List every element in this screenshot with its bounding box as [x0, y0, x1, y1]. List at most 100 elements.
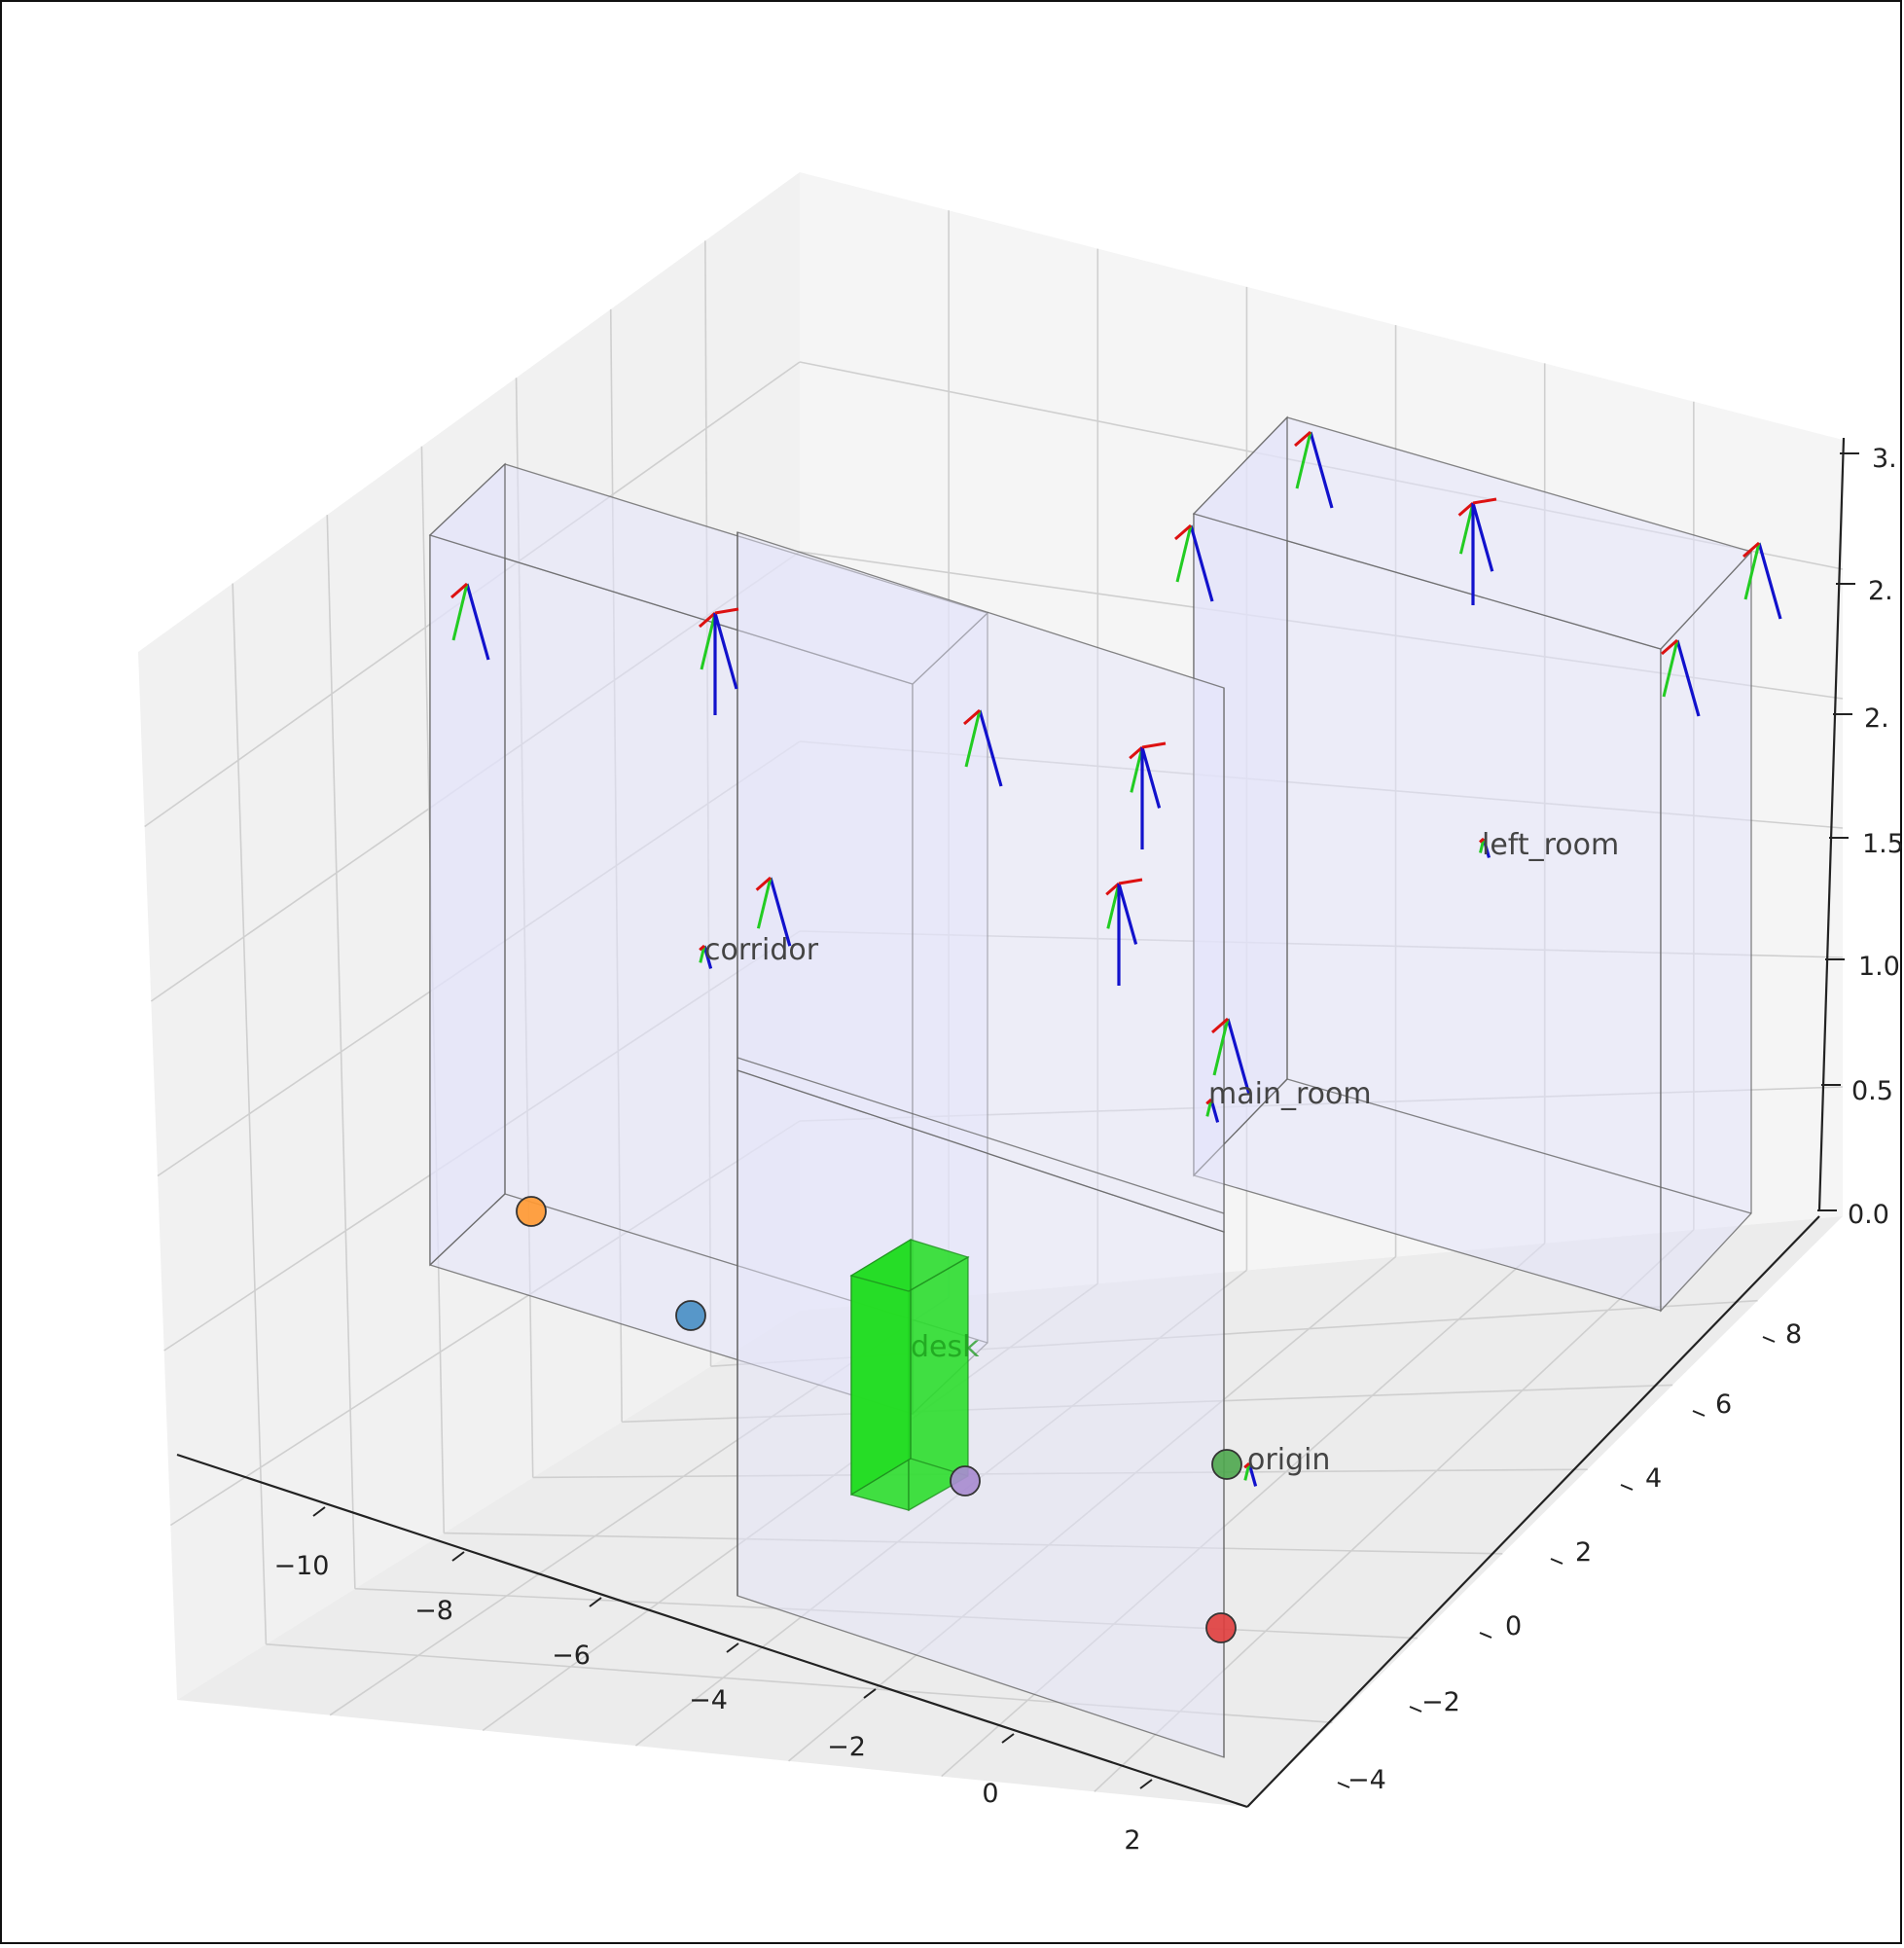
x-tick-label: −8 [414, 1596, 453, 1626]
x-tick-label: 0 [982, 1779, 998, 1809]
frame-y-axis [1662, 639, 1679, 698]
y-tick [1409, 1706, 1422, 1713]
y-tick [1550, 1558, 1563, 1565]
corridor-box-face [428, 463, 989, 685]
frame-y-axis [1458, 502, 1475, 555]
frame-x-axis [699, 944, 705, 952]
frame-z-axis [1675, 639, 1701, 717]
frame-x-axis [963, 708, 981, 726]
grid-line [482, 1282, 1098, 1732]
x-tick-label: −2 [827, 1732, 866, 1762]
frame-x-axis [1141, 741, 1167, 749]
desk-face [849, 1239, 970, 1292]
label-desk: desk [911, 1330, 980, 1364]
label-corridor: corridor [704, 933, 819, 967]
grid-line [444, 1532, 1503, 1555]
frame-z-axis [702, 945, 713, 969]
z-tick-label: 1.5 [1862, 829, 1902, 859]
frame-x-axis [450, 582, 468, 599]
z-tick-label: 2. [1864, 703, 1889, 734]
frame-x-axis [1661, 638, 1678, 656]
frame-x-axis [1129, 745, 1143, 760]
coordinate-frames [450, 430, 1782, 1487]
frame-z-axis [1209, 1099, 1220, 1123]
desk-box [849, 1238, 970, 1512]
grid-line [941, 1243, 1546, 1778]
frame-x-axis [714, 607, 739, 615]
y-tick-label: −2 [1421, 1687, 1460, 1717]
grid-line [634, 1269, 1247, 1747]
x-tick [863, 1688, 877, 1699]
x-tick [589, 1597, 602, 1607]
frame-y-axis [1295, 431, 1312, 489]
frame-z-axis [978, 709, 1003, 787]
left-room-box-edge [1193, 1078, 1288, 1176]
frame-x-axis [1174, 523, 1192, 541]
marker-orange [516, 1196, 547, 1227]
z-tick-label: 2. [1868, 576, 1893, 606]
frame-z-axis [1226, 1018, 1251, 1096]
frame-y-axis [1106, 883, 1121, 929]
frame-z-axis [1247, 1462, 1258, 1487]
frame-x-axis [1118, 878, 1143, 885]
x-tick [726, 1642, 739, 1653]
frame-x-axis [1294, 430, 1311, 448]
marker-green [1211, 1449, 1242, 1480]
marker-blue [675, 1300, 706, 1331]
y-tick-label: −4 [1347, 1765, 1386, 1795]
frame-y-axis [700, 612, 717, 670]
frame-x-axis [755, 876, 772, 891]
x-axis-line [176, 1453, 1248, 1809]
frame-x-axis [1472, 497, 1497, 505]
frame-y-axis [1243, 1462, 1251, 1481]
axis-ticks [312, 452, 1859, 1789]
marker-purple [950, 1465, 981, 1497]
left-room-box-face [1660, 550, 1752, 1313]
z-axis-line [1817, 437, 1846, 1211]
x-tick-label: −10 [274, 1551, 330, 1581]
frame-y-axis [1130, 746, 1144, 793]
frame-y-axis [756, 877, 772, 929]
x-tick [312, 1506, 326, 1517]
frame-x-axis [1243, 1461, 1250, 1469]
label-origin: origin [1247, 1443, 1330, 1477]
grid-line [532, 1468, 1588, 1479]
y-tick-label: 8 [1785, 1319, 1802, 1350]
y-tick-label: 4 [1645, 1463, 1662, 1494]
y-tick-label: 0 [1505, 1611, 1522, 1641]
y-tick-label: 6 [1715, 1389, 1732, 1420]
x-tick [1139, 1779, 1153, 1789]
y-tick-label: 2 [1575, 1537, 1592, 1568]
label-left-room: left_room [1482, 828, 1619, 862]
frame-x-axis [699, 611, 716, 629]
frame-z-axis [1189, 524, 1214, 602]
frame-y-axis [451, 583, 469, 641]
frame-x-axis [1457, 501, 1474, 517]
x-tick-label: −4 [689, 1685, 728, 1715]
z-tick-label: 0.5 [1851, 1076, 1893, 1106]
grid-line [266, 1643, 1333, 1724]
grid-line [622, 1384, 1673, 1424]
x-tick-label: 2 [1124, 1825, 1140, 1856]
desk-edge [850, 1458, 912, 1496]
room-boxes [428, 415, 1753, 1758]
grid-line [1094, 1229, 1695, 1792]
marker-red [1205, 1612, 1237, 1643]
corridor-box-edge [429, 1193, 506, 1266]
frame-z-axis [713, 612, 738, 690]
frame-z-axis [1757, 542, 1782, 620]
frame-x-axis [1479, 837, 1485, 844]
frame-z-axis [1482, 838, 1491, 858]
frame-y-axis [1212, 1018, 1230, 1076]
y-tick [1337, 1782, 1350, 1788]
x-tick [451, 1551, 465, 1562]
frame-z-axis [769, 877, 792, 947]
frame-z-axis [1117, 883, 1138, 945]
frame-z-axis [1140, 746, 1162, 809]
frame-x-axis [1211, 1017, 1229, 1034]
grid-line [788, 1255, 1397, 1762]
frame-z-axis [465, 583, 490, 661]
y-tick [1762, 1336, 1776, 1343]
